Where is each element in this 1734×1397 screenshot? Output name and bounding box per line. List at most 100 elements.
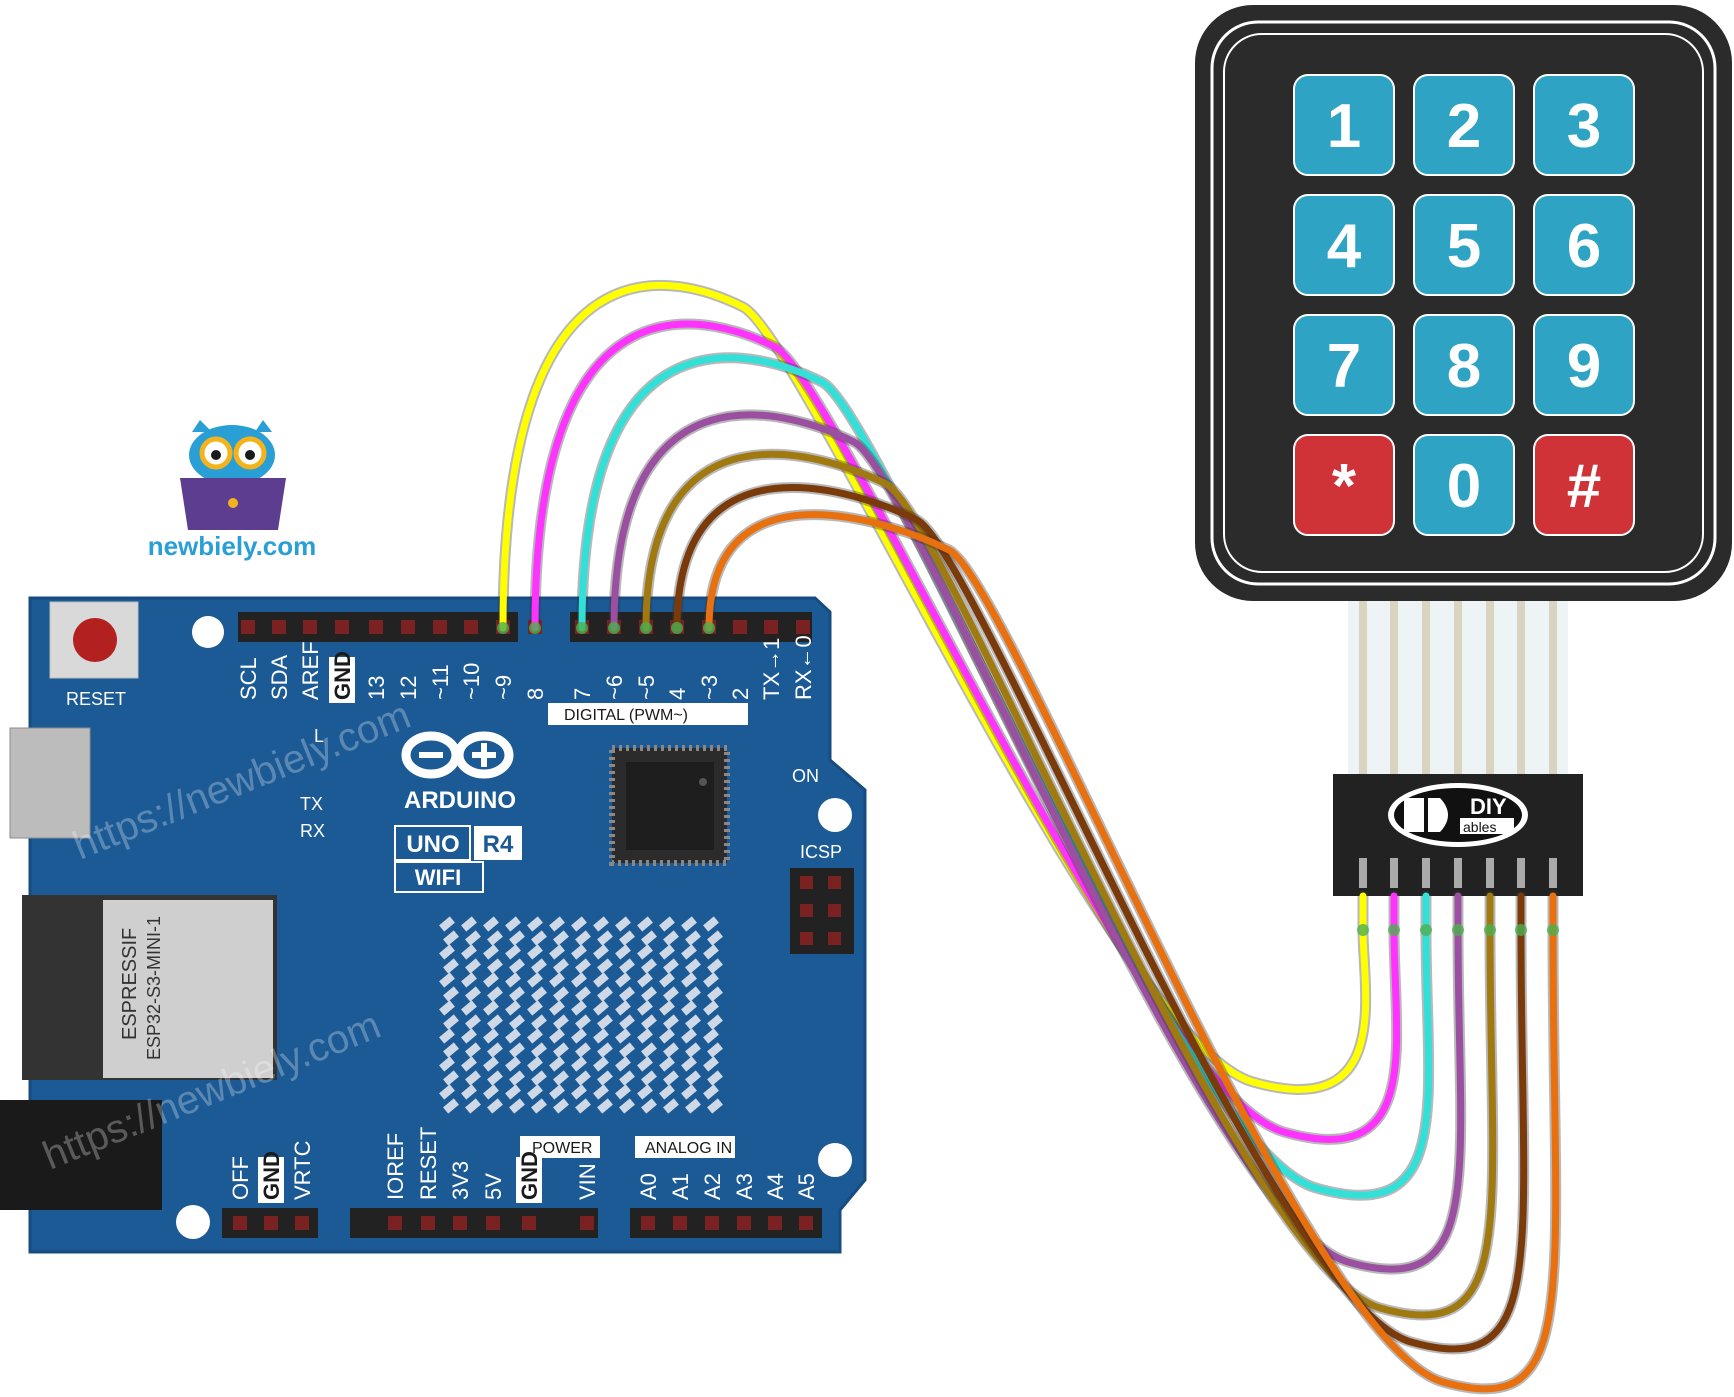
digital-header-label: DIGITAL (PWM~) — [564, 707, 688, 724]
esp32-module: ESPRESSIF ESP32-S3-MINI-1 — [22, 895, 277, 1080]
key-5[interactable]: 5 — [1413, 194, 1515, 296]
power-pin-label: IOREF — [383, 1133, 408, 1200]
wire-endpoint — [1420, 924, 1432, 936]
top-pin-label: 7 — [570, 688, 595, 700]
key-label: 3 — [1567, 92, 1601, 161]
mounting-hole — [818, 798, 852, 832]
top-pin-label: 13 — [364, 676, 389, 700]
key-9[interactable]: 9 — [1533, 314, 1635, 416]
key-label: 2 — [1447, 92, 1481, 161]
wire-endpoint — [576, 622, 588, 634]
wire-endpoint — [1388, 924, 1400, 936]
wire-endpoint — [1357, 924, 1369, 936]
top-pin-label: 2 — [728, 688, 753, 700]
wire — [705, 511, 1560, 1393]
top-pin-label: TX→1 — [759, 638, 784, 700]
left-pin-socket — [264, 1216, 278, 1230]
usb-connector — [9, 727, 91, 839]
analog-header — [630, 1208, 822, 1238]
top-pin-socket — [272, 620, 286, 634]
top-pin-label: 12 — [396, 676, 421, 700]
top-pin-socket — [433, 620, 447, 634]
l-led-label: L — [314, 726, 324, 746]
wire-endpoint — [1547, 924, 1559, 936]
top-pin-label: ~11 — [428, 664, 453, 700]
left-pin-label: VRTC — [290, 1140, 315, 1200]
power-pin-socket — [421, 1216, 435, 1230]
analog-pin-socket — [673, 1216, 687, 1230]
key-7[interactable]: 7 — [1293, 314, 1395, 416]
key-label: 9 — [1567, 332, 1601, 401]
top-pin-socket — [241, 620, 255, 634]
key-label: 7 — [1327, 332, 1361, 401]
top-pin-socket — [369, 620, 383, 634]
key-star[interactable]: * — [1293, 434, 1395, 536]
wire-endpoint — [640, 622, 652, 634]
wire-endpoint — [608, 622, 620, 634]
wire — [499, 281, 1370, 1093]
board-revision: R4 — [483, 831, 514, 858]
key-1[interactable]: 1 — [1293, 74, 1395, 176]
key-label: 4 — [1327, 212, 1362, 281]
key-hash[interactable]: # — [1533, 434, 1635, 536]
top-pin-label: ~5 — [634, 675, 659, 700]
analog-pin-socket — [737, 1216, 751, 1230]
key-label: 0 — [1447, 452, 1481, 521]
power-pin-label: GND — [517, 1151, 542, 1200]
analog-pin-label: A3 — [732, 1173, 757, 1200]
left-pin-socket — [295, 1216, 309, 1230]
key-0[interactable]: 0 — [1413, 434, 1515, 536]
key-6[interactable]: 6 — [1533, 194, 1635, 296]
top-pin-socket — [796, 620, 810, 634]
logo-text: newbiely.com — [148, 531, 317, 561]
module-name: ESP32-S3-MINI-1 — [144, 916, 164, 1060]
power-jack — [0, 1100, 162, 1210]
tx-led-label: TX — [300, 794, 323, 814]
mounting-hole — [192, 616, 224, 648]
analog-pin-label: A1 — [668, 1173, 693, 1200]
analog-pin-socket — [705, 1216, 719, 1230]
wire — [531, 320, 1401, 1143]
key-2[interactable]: 2 — [1413, 74, 1515, 176]
reset-button[interactable] — [49, 601, 139, 679]
analog-pin-label: A4 — [763, 1173, 788, 1200]
module-brand: ESPRESSIF — [119, 928, 141, 1040]
mounting-hole — [818, 1143, 852, 1177]
analog-pin-socket — [799, 1216, 813, 1230]
arduino-logo-icon — [401, 731, 514, 779]
power-pin-socket — [522, 1216, 536, 1230]
wire — [642, 450, 1497, 1319]
top-pin-socket — [464, 620, 478, 634]
power-pin-socket — [453, 1216, 467, 1230]
top-pin-socket — [303, 620, 317, 634]
power-header-label: POWER — [532, 1140, 592, 1157]
analog-pin-label: A2 — [700, 1173, 725, 1200]
key-4[interactable]: 4 — [1293, 194, 1395, 296]
top-pin-label: AREF — [298, 641, 323, 700]
connector-brand-sub: ables — [1463, 819, 1496, 835]
owl-icon — [180, 420, 286, 530]
power-pin-label: RESET — [416, 1127, 441, 1200]
wire — [673, 484, 1528, 1353]
key-3[interactable]: 3 — [1533, 74, 1635, 176]
analog-pin-socket — [641, 1216, 655, 1230]
keypad-ribbon — [1348, 600, 1568, 776]
power-pin-socket — [388, 1216, 402, 1230]
top-pin-label: SCL — [236, 657, 261, 700]
top-pin-label: ~6 — [602, 675, 627, 700]
top-pin-label: ~9 — [491, 675, 516, 700]
connector-brand: DIY — [1470, 794, 1507, 819]
top-pin-label: 8 — [523, 688, 548, 700]
key-8[interactable]: 8 — [1413, 314, 1515, 416]
power-pin-label: 5V — [481, 1173, 506, 1200]
analog-header-label: ANALOG IN — [645, 1140, 732, 1157]
keypad-connector: DIY ables — [1333, 774, 1583, 896]
key-label: 1 — [1327, 92, 1361, 161]
power-pin-label: 3V3 — [448, 1161, 473, 1200]
key-label: * — [1332, 452, 1357, 521]
key-label: 5 — [1447, 212, 1481, 281]
